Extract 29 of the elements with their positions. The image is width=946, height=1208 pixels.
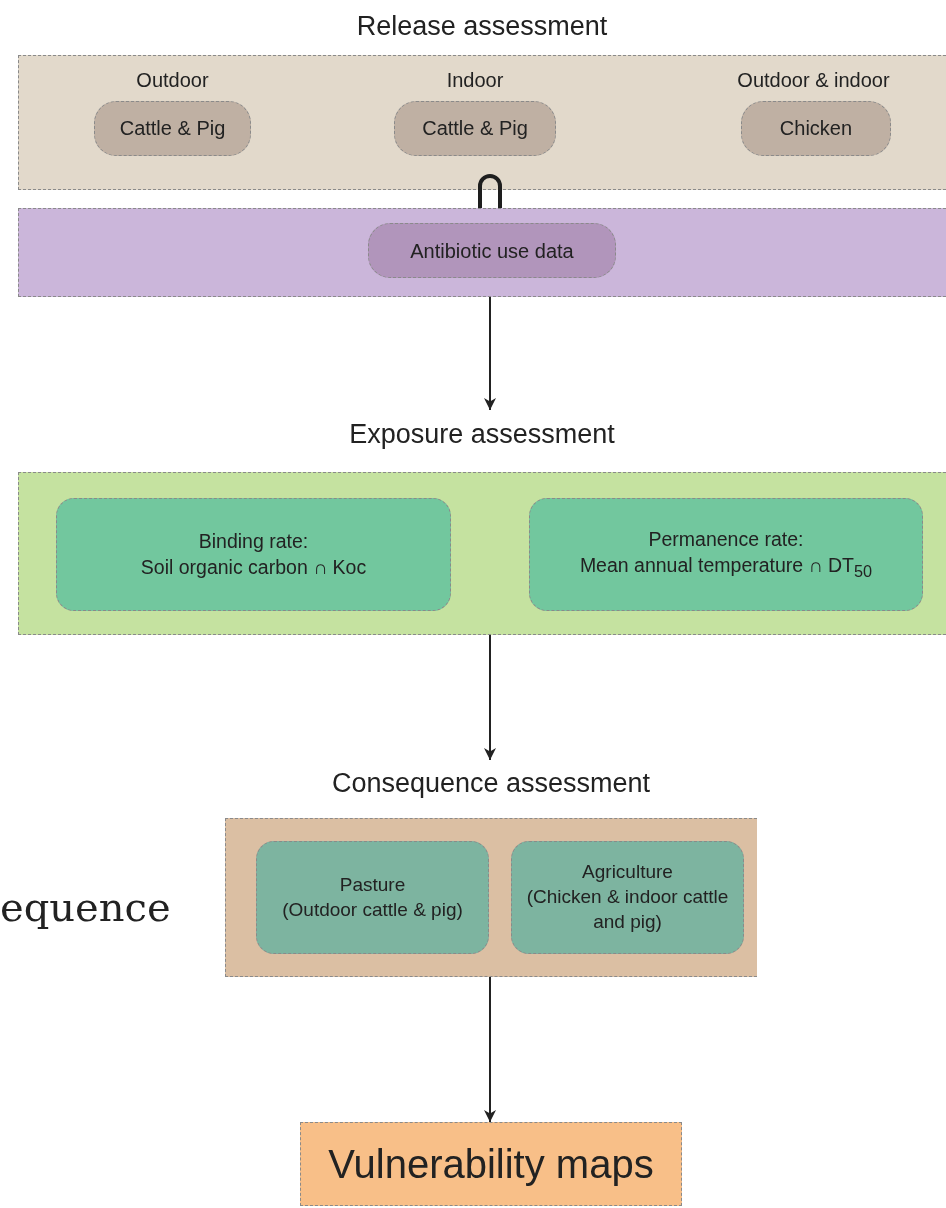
- box-text: Mean annual temperature ∩ DT$_{50}$: [578, 552, 874, 582]
- arrow: [484, 634, 496, 761]
- cropped-side-text: equence: [0, 884, 171, 930]
- box-text: Soil organic carbon ∩ Koc: [139, 554, 368, 580]
- box-title: Binding rate:: [197, 529, 310, 555]
- output-box: [300, 1122, 682, 1206]
- box-title: Agriculture: [581, 860, 674, 885]
- group-label: Outdoor: [135, 68, 210, 93]
- box-text: (Chicken & indoor cattle and pig): [525, 885, 730, 934]
- group-label: Outdoor & indoor: [736, 68, 891, 93]
- land-use-box: [256, 841, 489, 954]
- section-heading: Consequence assessment: [330, 767, 652, 800]
- box-shape: [18, 208, 946, 297]
- box-text: Vulnerability maps: [327, 1141, 655, 1188]
- group-label: Indoor: [445, 68, 505, 93]
- rate-box: [529, 498, 923, 611]
- arrow: [484, 296, 496, 411]
- category-pill: Antibiotic use data: [368, 223, 616, 278]
- section-heading: Exposure assessment: [348, 418, 616, 451]
- arrow: [484, 976, 496, 1123]
- section-heading: Release assessment: [355, 10, 609, 43]
- land-use-box: [511, 841, 744, 954]
- box-text: (Outdoor cattle & pig): [281, 897, 464, 922]
- category-pill: Chicken: [741, 101, 891, 156]
- rate-box: [56, 498, 451, 611]
- box-title: Permanence rate:: [647, 527, 805, 553]
- box-title: Pasture: [338, 872, 407, 897]
- category-pill: Cattle & Pig: [94, 101, 251, 156]
- category-pill: Cattle & Pig: [394, 101, 556, 156]
